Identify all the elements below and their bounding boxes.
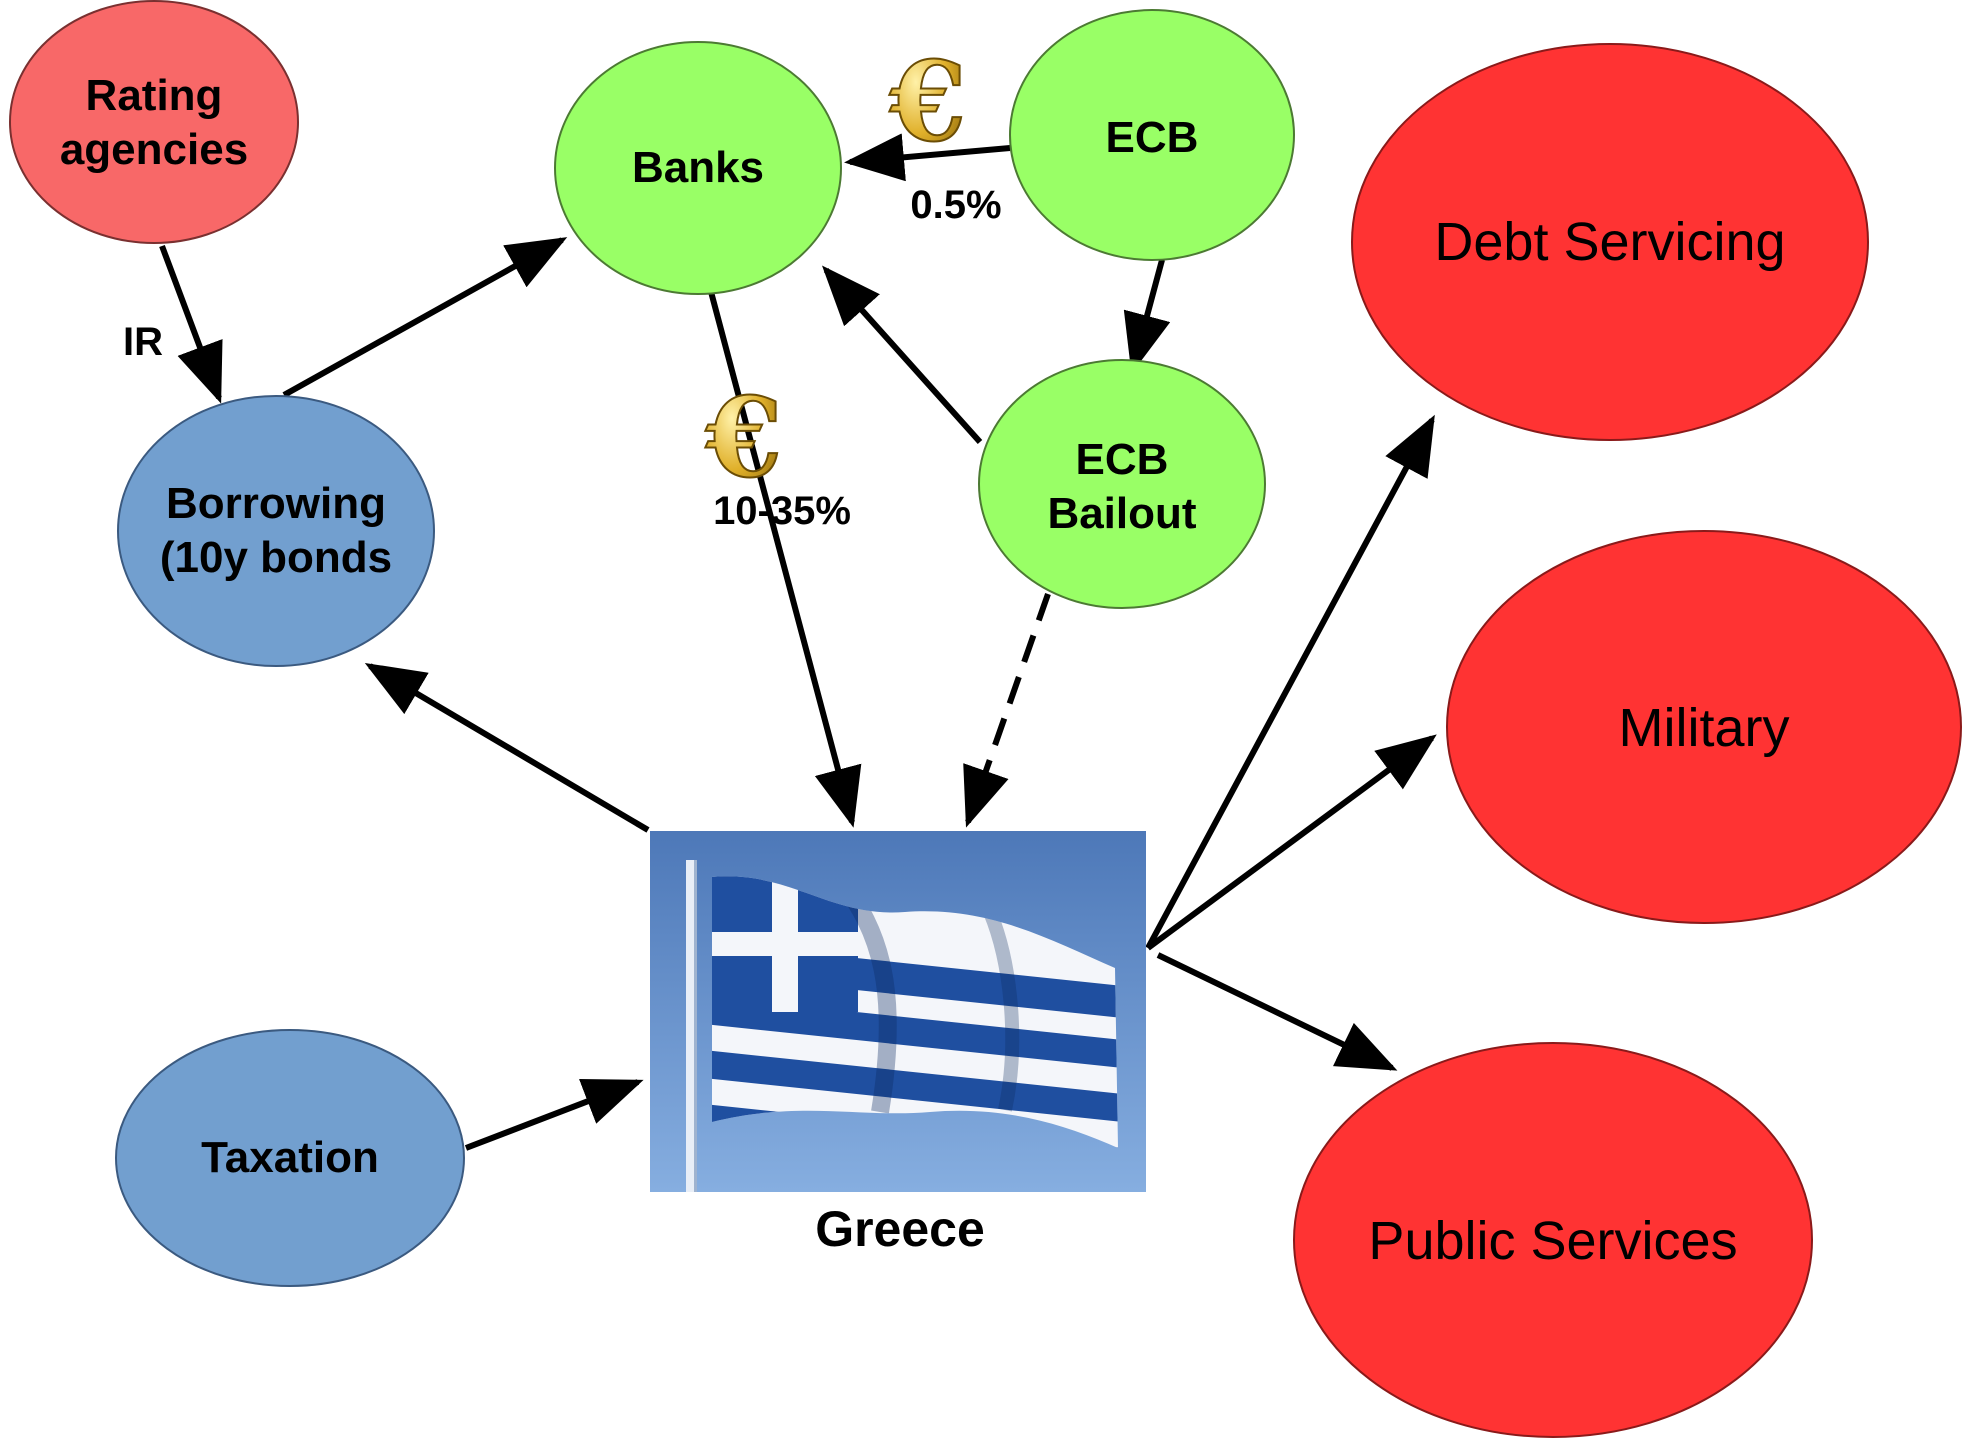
ecb-bailout-label-line1: ECB	[1076, 435, 1169, 484]
node-borrowing: Borrowing (10y bonds	[117, 395, 435, 667]
edges	[159, 133, 1437, 1151]
edge-label-ecb-rate: 0.5%	[910, 183, 1001, 227]
euro-coin-icon: €	[888, 36, 968, 167]
node-ecb-bailout: ECB Bailout	[978, 359, 1266, 609]
euro-symbol-ecb: €	[889, 37, 967, 166]
edge-bailout-to-greece-dashed	[963, 593, 1051, 828]
edge-ecb-to-banks	[844, 133, 1011, 182]
banks-label: Banks	[632, 143, 764, 192]
node-ecb: ECB	[1009, 9, 1295, 261]
borrowing-label-line2: (10y bonds	[160, 533, 392, 582]
edge-label-ir: IR	[123, 320, 163, 364]
node-public-services: Public Services	[1293, 1042, 1813, 1438]
greece-label: Greece	[815, 1201, 985, 1257]
ecb-label: ECB	[1106, 113, 1199, 162]
node-military: Military	[1446, 530, 1962, 924]
euro-coin-icon: €	[704, 372, 784, 503]
edge-taxation-to-greece	[464, 1078, 644, 1151]
node-taxation: Taxation	[115, 1029, 465, 1287]
edge-greece-to-military	[1146, 734, 1437, 951]
rating-agencies-label-line1: Rating	[86, 71, 223, 120]
edge-borrowing-to-banks	[282, 237, 568, 398]
debt-servicing-label: Debt Servicing	[1434, 212, 1785, 272]
euro-symbol-banks: €	[705, 373, 783, 502]
edge-label-bank-rate: 10-35%	[713, 489, 851, 533]
edge-banks-to-greece	[707, 287, 862, 828]
rating-agencies-label-line2: agencies	[60, 125, 248, 174]
edge-ecb-to-bailout	[1123, 259, 1171, 374]
borrowing-label-line1: Borrowing	[166, 479, 386, 528]
edge-bailout-to-banks	[821, 265, 983, 445]
taxation-label: Taxation	[201, 1133, 379, 1182]
public-services-label: Public Services	[1368, 1211, 1737, 1271]
node-debt-servicing: Debt Servicing	[1351, 43, 1869, 441]
military-label: Military	[1619, 698, 1790, 758]
node-rating-agencies: Rating agencies	[9, 0, 299, 244]
edge-greece-to-public-services	[1156, 952, 1398, 1071]
node-banks: Banks	[554, 41, 842, 295]
edge-greece-to-borrowing	[364, 662, 650, 833]
greek-flag-icon	[650, 831, 1146, 1192]
ecb-bailout-label-line2: Bailout	[1047, 489, 1196, 538]
edge-rating-to-borrowing	[159, 244, 223, 404]
edge-greece-to-debt-servicing	[1145, 414, 1435, 950]
